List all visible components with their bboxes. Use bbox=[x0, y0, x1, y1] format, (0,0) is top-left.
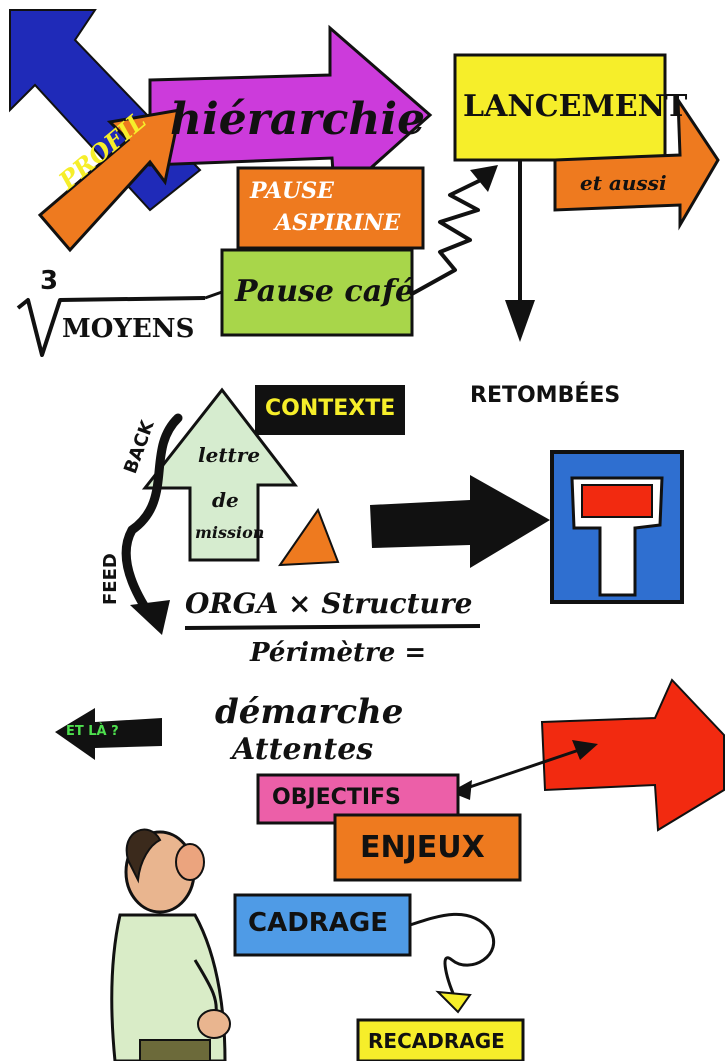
moyens-label: MOYENS bbox=[62, 314, 195, 344]
enjeux-box bbox=[333, 813, 522, 882]
orga-structure-label: ORGA × Structure bbox=[185, 587, 473, 620]
cadrage-label: CADRAGE bbox=[248, 908, 389, 938]
lancement-box bbox=[453, 53, 667, 162]
recadrage-box bbox=[356, 1018, 525, 1061]
root-symbol bbox=[16, 296, 206, 357]
perimetre-label: Périmètre = bbox=[250, 638, 427, 668]
et-la-arrow bbox=[55, 708, 162, 760]
feed-back-arrowhead bbox=[130, 600, 170, 635]
black-arrow bbox=[370, 475, 550, 568]
dead-end-sign-bar bbox=[581, 484, 653, 518]
contexte-box bbox=[255, 385, 405, 435]
zigzag-arrowhead bbox=[470, 165, 498, 192]
et-aussi-arrow bbox=[553, 94, 720, 231]
fraction-bar bbox=[184, 624, 481, 630]
cafe-to-root-line bbox=[204, 290, 223, 300]
pause-aspirine-box bbox=[236, 166, 425, 250]
et-aussi-label: et aussi bbox=[580, 171, 667, 195]
objectifs-link-head-right bbox=[572, 740, 598, 760]
objectifs-link-head-left bbox=[450, 780, 472, 800]
et-la-label: ET LÀ ? bbox=[66, 724, 119, 739]
lettre-label-1: lettre bbox=[198, 443, 261, 467]
red-arrow bbox=[540, 678, 725, 832]
enjeux-label: ENJEUX bbox=[360, 830, 485, 865]
pause-aspirine-label-1: PAUSE bbox=[250, 178, 334, 204]
objectifs-link bbox=[454, 746, 586, 794]
feed-back-curve bbox=[121, 413, 183, 620]
zigzag-line bbox=[409, 176, 486, 297]
root-index-label: 3 bbox=[40, 266, 59, 296]
cadrage-loop bbox=[409, 912, 496, 999]
lettre-label-2: de bbox=[212, 488, 239, 512]
pause-cafe-label: Pause café bbox=[235, 274, 415, 309]
recadrage-label: RECADRAGE bbox=[368, 1029, 505, 1053]
retombees-arrowhead bbox=[505, 300, 535, 342]
cadrage-loop-arrowhead bbox=[435, 990, 472, 1014]
attentes-label: Attentes bbox=[232, 732, 374, 767]
pause-aspirine-label-2: ASPIRINE bbox=[275, 210, 401, 236]
lettre-label-3: mission bbox=[195, 523, 265, 542]
profil-arrow bbox=[37, 108, 182, 253]
hierarchie-arrow bbox=[148, 24, 433, 204]
feed-back-label-1: FEED bbox=[100, 553, 121, 605]
lettre-arrow bbox=[141, 387, 299, 562]
contexte-label: CONTEXTE bbox=[265, 396, 396, 421]
retombees-label: RETOMBÉES bbox=[470, 383, 621, 408]
demarche-label: démarche bbox=[215, 692, 404, 732]
lancement-label: LANCEMENT bbox=[463, 89, 688, 124]
objectifs-label: OBJECTIFS bbox=[272, 785, 401, 810]
hierarchie-label: hiérarchie bbox=[170, 94, 426, 145]
cartoon-man bbox=[110, 828, 231, 1061]
small-orange-triangle bbox=[278, 507, 340, 567]
